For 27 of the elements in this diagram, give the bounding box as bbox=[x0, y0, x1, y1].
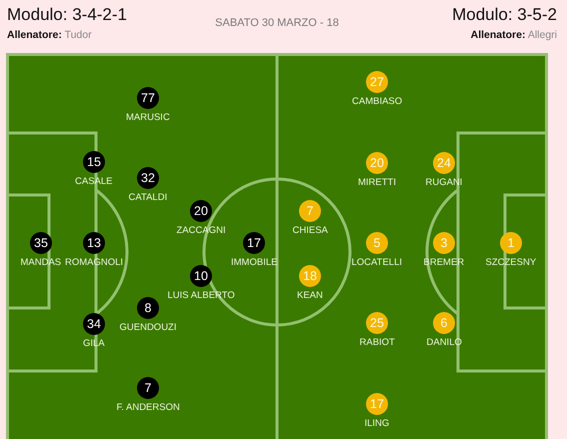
player-name: KEAN bbox=[297, 290, 323, 301]
player-name: MIRETTI bbox=[358, 177, 396, 188]
player-name: F. ANDERSON bbox=[116, 402, 180, 413]
player-name: BREMER bbox=[424, 257, 464, 268]
formation-label: Modulo: 3-4-2-1 bbox=[7, 5, 128, 25]
player-name: RABIOT bbox=[360, 337, 395, 348]
coach-label: Allenatore: Allegri bbox=[470, 29, 557, 42]
player-name: MANDAS bbox=[20, 257, 62, 268]
player-name: LOCATELLI bbox=[352, 257, 402, 268]
player-name: ROMAGNOLI bbox=[65, 257, 124, 268]
match-date: SABATO 30 MARZO - 18 bbox=[215, 17, 339, 30]
player-name: CATALDI bbox=[128, 192, 168, 203]
player-name: IMMOBILE bbox=[231, 257, 278, 268]
coach-label: Allenatore: Tudor bbox=[7, 29, 92, 42]
player-name: GUENDOUZI bbox=[120, 322, 176, 333]
formation-label: Modulo: 3-5-2 bbox=[452, 5, 557, 25]
player-name: GILA bbox=[83, 338, 105, 349]
player-name: LUIS ALBERTO bbox=[168, 290, 235, 301]
player-name: SZCZESNY bbox=[486, 257, 536, 268]
player-name: MARUSIC bbox=[126, 112, 170, 123]
player-name: CASALE bbox=[75, 176, 112, 187]
player-name: CAMBIASO bbox=[352, 96, 402, 107]
player-name: RUGANI bbox=[426, 177, 462, 188]
player-name: CHIESA bbox=[292, 225, 328, 236]
player-name: ZACCAGNI bbox=[176, 225, 226, 236]
player-name: ILING bbox=[364, 418, 390, 429]
player-name: DANILO bbox=[426, 337, 462, 348]
